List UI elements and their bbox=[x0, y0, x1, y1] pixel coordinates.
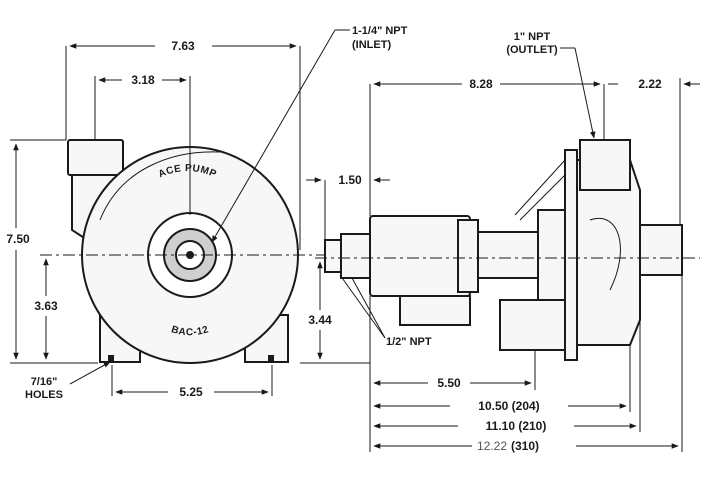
outlet-size-label: 1" NPT bbox=[514, 31, 551, 43]
dim-outlet-end: 2.22 bbox=[638, 77, 662, 91]
volute-rib bbox=[99, 151, 221, 221]
support-foot bbox=[499, 299, 571, 351]
side-view bbox=[324, 139, 683, 361]
brand-emboss: ACE PUMP bbox=[157, 163, 218, 180]
leader-inlet bbox=[211, 29, 336, 243]
mount-hole-left bbox=[108, 355, 114, 362]
motor-collar bbox=[457, 219, 479, 293]
shaft-housing bbox=[477, 231, 539, 279]
adapter-bracket bbox=[537, 209, 569, 301]
drain-label: 1/2" NPT bbox=[386, 336, 432, 348]
dim-drain-offset: 1.50 bbox=[338, 173, 362, 187]
dim-length-3-value: 12.22 bbox=[477, 439, 507, 453]
bracket-rib bbox=[514, 159, 571, 221]
dim-length-3: 12.22 (310) bbox=[477, 439, 539, 453]
dim-motor-foot: 5.50 bbox=[437, 376, 461, 390]
dim-length-2: 11.10 (210) bbox=[486, 419, 547, 433]
drain-plug bbox=[324, 239, 342, 273]
dim-base-width: 5.25 bbox=[179, 385, 203, 399]
inlet-size-label: 1-1/4" NPT bbox=[352, 25, 408, 37]
dim-length-3-mm: (310) bbox=[511, 439, 539, 453]
front-view: ACE PUMP BAC-12 bbox=[67, 139, 299, 364]
volute-curve bbox=[589, 217, 621, 291]
leader-outlet bbox=[574, 47, 596, 139]
mount-hole-right bbox=[268, 355, 274, 362]
motor-mount bbox=[399, 295, 471, 326]
leader-holes bbox=[69, 361, 111, 385]
dim-drain-height: 3.44 bbox=[308, 313, 332, 327]
inlet-port-side bbox=[639, 224, 683, 276]
drain-fitting bbox=[340, 233, 372, 279]
inlet-label: (INLET) bbox=[352, 39, 391, 51]
volute-flange bbox=[564, 149, 578, 361]
leader-drain bbox=[351, 277, 386, 339]
dim-inlet-offset: 3.18 bbox=[131, 73, 155, 87]
dim-shaft-height: 3.63 bbox=[34, 299, 58, 313]
dim-overall-width: 7.63 bbox=[171, 39, 195, 53]
dim-length-1: 10.50 (204) bbox=[478, 399, 539, 413]
dim-outlet-offset: 8.28 bbox=[469, 77, 493, 91]
motor-body bbox=[369, 215, 471, 297]
inlet-pipe bbox=[67, 139, 124, 176]
holes-size-label: 7/16" bbox=[31, 376, 58, 388]
model-emboss: BAC-12 bbox=[170, 324, 210, 338]
holes-label: HOLES bbox=[25, 389, 63, 401]
outlet-pipe bbox=[579, 139, 631, 191]
leader-drain bbox=[339, 274, 386, 339]
outlet-label: (OUTLET) bbox=[506, 44, 558, 56]
dim-overall-height: 7.50 bbox=[6, 232, 30, 246]
